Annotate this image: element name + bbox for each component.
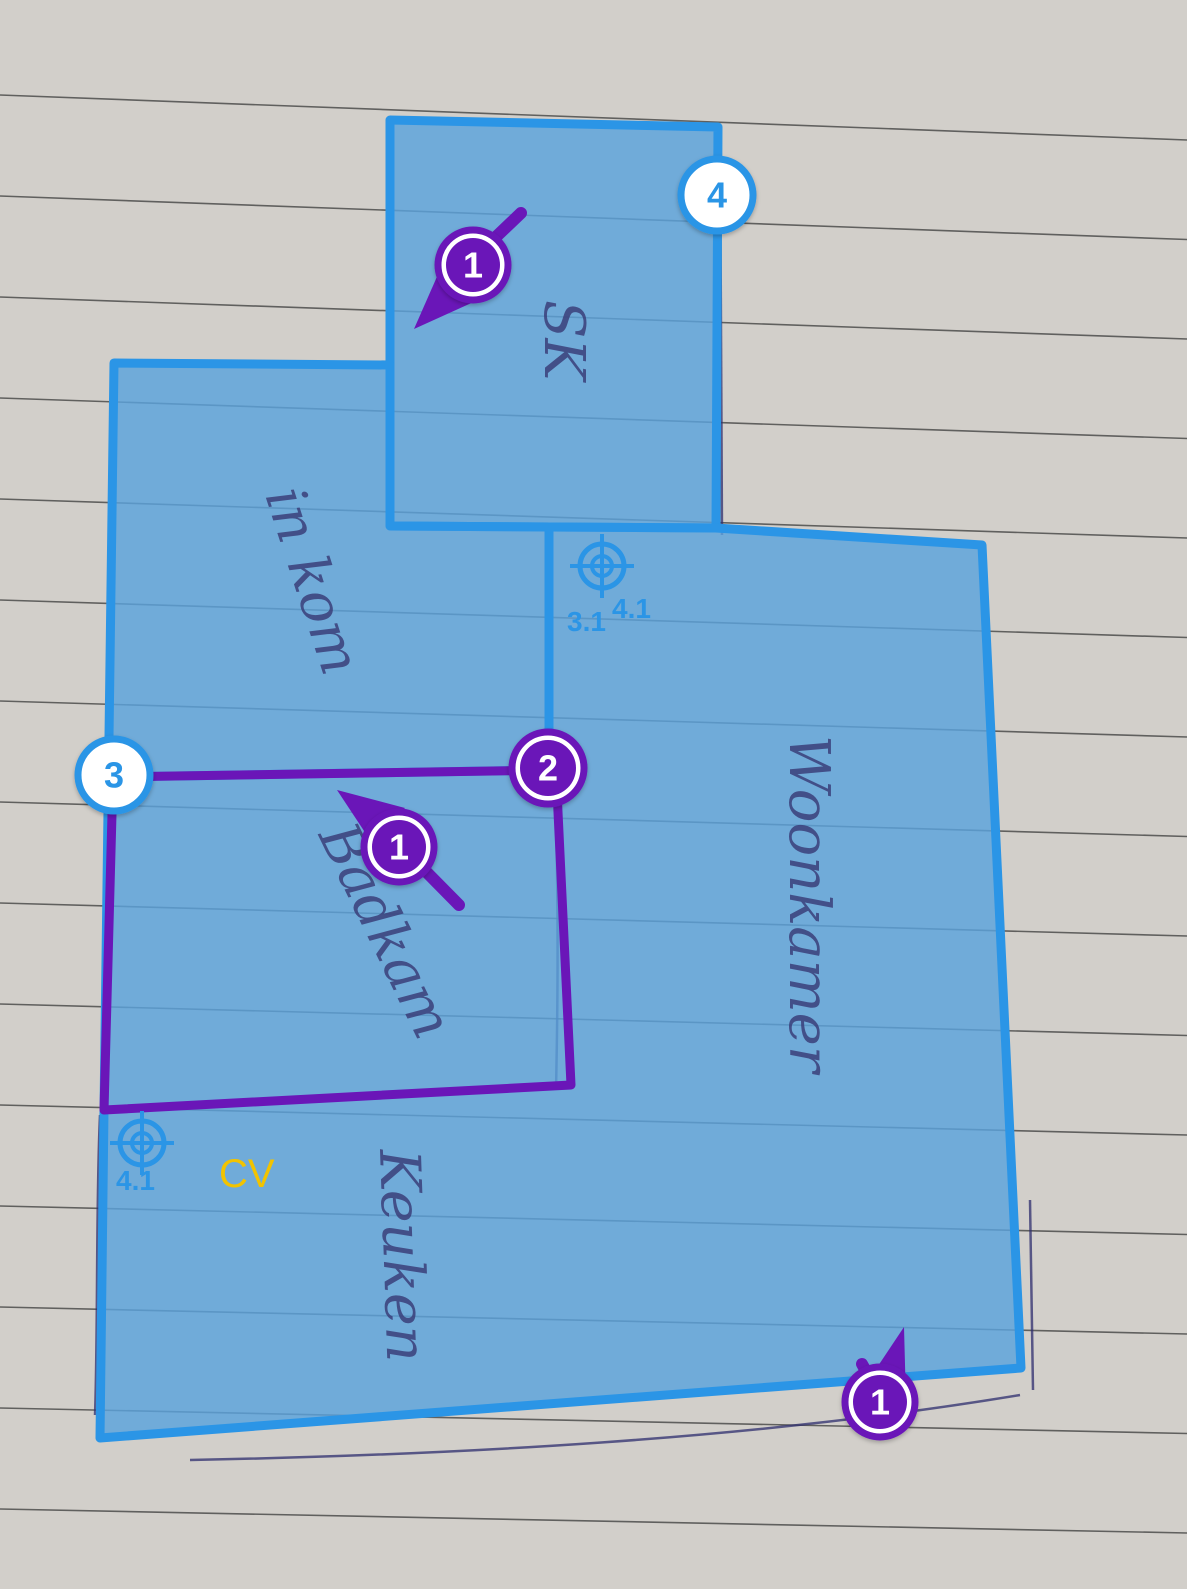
wall-marker-1[interactable]: 1	[434, 226, 512, 304]
cv-label: CV	[219, 1152, 275, 1196]
room-label-woonkamer: Woonkamer	[776, 735, 841, 1076]
svg-text:1: 1	[870, 1382, 890, 1423]
numbered-markers: 1 1 1 2 3 4	[74, 155, 919, 1441]
paper-rule-line	[0, 94, 1187, 141]
svg-text:4: 4	[707, 175, 727, 216]
selected-room-badkamer[interactable]	[99, 765, 576, 1115]
corner-marker-3[interactable]: 3	[74, 735, 154, 815]
wall-marker-1[interactable]: 1	[841, 1363, 919, 1441]
paper-rule-line	[0, 1508, 1187, 1534]
crosshair-icon[interactable]	[110, 1111, 174, 1175]
crosshair-icon[interactable]	[570, 534, 634, 598]
target-label: 4.1	[116, 1165, 155, 1196]
corner-marker-4[interactable]: 4	[677, 155, 757, 235]
svg-text:1: 1	[463, 245, 483, 286]
svg-text:3: 3	[104, 755, 124, 796]
corner-marker-2[interactable]: 2	[508, 728, 588, 808]
room-label-sk: SK	[531, 300, 596, 383]
svg-text:1: 1	[389, 827, 409, 868]
crosshair-targets: 4.1 3.1 4.1	[110, 534, 651, 1196]
svg-text:2: 2	[538, 748, 558, 789]
wall-marker-1[interactable]: 1	[360, 808, 438, 886]
target-label: 4.1	[612, 593, 651, 624]
target-label: 3.1	[567, 606, 606, 637]
room-label-keuken: Keuken	[366, 1147, 438, 1363]
